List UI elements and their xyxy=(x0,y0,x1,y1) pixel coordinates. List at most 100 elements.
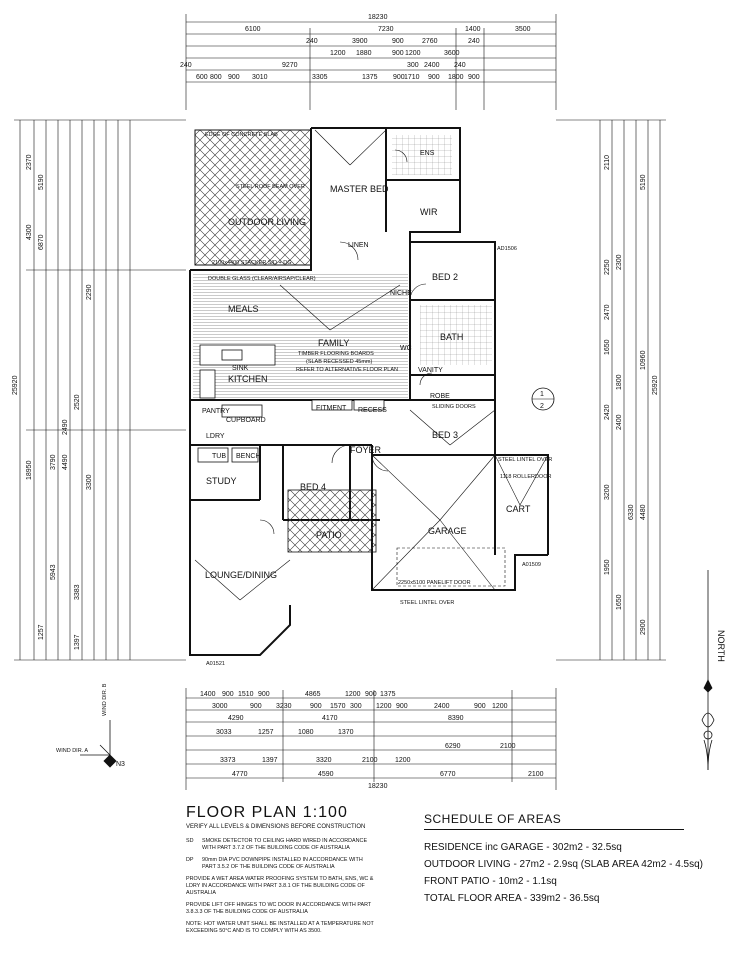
svg-text:18230: 18230 xyxy=(368,783,388,790)
svg-text:2400: 2400 xyxy=(424,62,440,69)
dim-top-total: 18230 xyxy=(368,14,388,21)
svg-text:1200: 1200 xyxy=(345,691,361,698)
svg-text:2490: 2490 xyxy=(62,419,69,435)
garage-roof-lines xyxy=(194,129,549,601)
svg-text:3600: 3600 xyxy=(444,50,460,57)
room-foyer: FOYER xyxy=(350,445,382,455)
kitchen-fitments xyxy=(197,344,385,463)
svg-text:1: 1 xyxy=(540,391,544,398)
svg-text:240: 240 xyxy=(468,38,480,45)
svg-text:240: 240 xyxy=(180,62,192,69)
door-swings xyxy=(259,149,506,587)
svg-text:6290: 6290 xyxy=(445,743,461,750)
right-dimensions xyxy=(556,119,666,661)
svg-text:4590: 4590 xyxy=(318,771,334,778)
timber-floor-area xyxy=(193,273,408,398)
svg-text:6870: 6870 xyxy=(38,234,45,250)
svg-text:900: 900 xyxy=(393,74,405,81)
svg-text:1200: 1200 xyxy=(376,703,392,710)
room-bed4: BED 4 xyxy=(300,482,326,492)
room-niche: NICHE xyxy=(390,290,412,297)
svg-text:STEEL ROOF BEAM OVER: STEEL ROOF BEAM OVER xyxy=(236,184,305,190)
svg-text:3200: 3200 xyxy=(604,484,611,500)
plan-annotations: EDGE OF CONCRETE SLAB STEEL ROOF BEAM OV… xyxy=(205,132,552,667)
svg-text:18950: 18950 xyxy=(26,460,33,480)
svg-text:10960: 10960 xyxy=(640,350,647,370)
svg-text:1200: 1200 xyxy=(405,50,421,57)
svg-text:900: 900 xyxy=(250,703,262,710)
room-bed2: BED 2 xyxy=(432,272,458,282)
svg-text:900: 900 xyxy=(392,38,404,45)
svg-text:1200: 1200 xyxy=(330,50,346,57)
svg-text:2520: 2520 xyxy=(74,394,81,410)
schedule-residence: RESIDENCE inc GARAGE - 302m2 - 32.5sq xyxy=(424,842,622,853)
svg-text:240: 240 xyxy=(454,62,466,69)
svg-text:6330: 6330 xyxy=(628,504,635,520)
left-dimension-labels: 25920 2370 4300 5190 6870 18950 3790 249… xyxy=(12,154,93,650)
schedule-outdoor: OUTDOOR LIVING - 27m2 - 2.9sq (SLAB AREA… xyxy=(424,859,703,870)
room-pantry: PANTRY xyxy=(202,408,230,415)
svg-text:1950: 1950 xyxy=(604,559,611,575)
svg-text:900: 900 xyxy=(428,74,440,81)
svg-text:2760: 2760 xyxy=(422,38,438,45)
svg-text:2250x5100 PANELIFT DOOR: 2250x5100 PANELIFT DOOR xyxy=(398,580,471,586)
svg-text:3300: 3300 xyxy=(86,474,93,490)
svg-text:1375: 1375 xyxy=(362,74,378,81)
svg-text:1397: 1397 xyxy=(262,757,278,764)
bottom-dimension-labels: 1400 900 1510 900 4865 1200 900 1375 300… xyxy=(200,691,544,790)
svg-text:1880: 1880 xyxy=(356,50,372,57)
room-wc: WC xyxy=(400,345,412,352)
room-labels: OUTDOOR LIVING MASTER BED ENS WIR BED 2 … xyxy=(202,150,531,580)
room-ldry: LDRY xyxy=(206,433,225,440)
svg-text:1400: 1400 xyxy=(465,26,481,33)
bottom-dimensions xyxy=(185,688,557,790)
schedule-of-areas: SCHEDULE OF AREAS RESIDENCE inc GARAGE -… xyxy=(424,812,724,910)
north-label: NORTH xyxy=(716,630,726,662)
right-dimension-labels: 25920 5190 10960 4480 2900 2110 2250 247… xyxy=(604,155,659,635)
svg-text:900: 900 xyxy=(222,691,234,698)
svg-text:900: 900 xyxy=(474,703,486,710)
svg-text:4170: 4170 xyxy=(322,715,338,722)
room-meals: MEALS xyxy=(228,304,259,314)
svg-text:1200: 1200 xyxy=(492,703,508,710)
svg-text:EDGE OF CONCRETE SLAB: EDGE OF CONCRETE SLAB xyxy=(205,132,278,138)
svg-text:7230: 7230 xyxy=(378,26,394,33)
svg-text:3500: 3500 xyxy=(515,26,531,33)
svg-text:1800: 1800 xyxy=(616,374,623,390)
svg-text:1400: 1400 xyxy=(200,691,216,698)
room-cupboard: CUPBOARD xyxy=(226,417,266,424)
svg-text:25920: 25920 xyxy=(12,375,19,395)
room-family: FAMILY xyxy=(318,338,349,348)
room-bed3: BED 3 xyxy=(432,430,458,440)
floor-plan-title: FLOOR PLAN 1:100 xyxy=(186,804,348,821)
svg-text:A01521: A01521 xyxy=(206,661,225,667)
note-lift-off-hinges: PROVIDE LIFT OFF HINGES TO WC DOOR IN AC… xyxy=(186,902,372,915)
room-sink: SINK xyxy=(232,365,249,372)
svg-text:3230: 3230 xyxy=(276,703,292,710)
svg-text:AD1506: AD1506 xyxy=(497,246,517,252)
svg-text:1800: 1800 xyxy=(448,74,464,81)
room-recess: RECESS xyxy=(358,407,387,414)
svg-text:3900: 3900 xyxy=(352,38,368,45)
svg-text:STEEL LINTEL OVER: STEEL LINTEL OVER xyxy=(498,457,552,463)
svg-text:TIMBER FLOORING BOARDS: TIMBER FLOORING BOARDS xyxy=(298,351,374,357)
svg-text:SLIDING DOORS: SLIDING DOORS xyxy=(432,404,476,410)
svg-text:3373: 3373 xyxy=(220,757,236,764)
svg-text:2420: 2420 xyxy=(604,404,611,420)
bath-tiles xyxy=(420,305,492,365)
svg-text:A01509: A01509 xyxy=(522,562,541,568)
room-outdoor-living: OUTDOOR LIVING xyxy=(228,217,306,227)
svg-text:8390: 8390 xyxy=(448,715,464,722)
svg-text:3305: 3305 xyxy=(312,74,328,81)
svg-text:300: 300 xyxy=(350,703,362,710)
left-dimensions xyxy=(14,119,186,661)
svg-text:6100: 6100 xyxy=(245,26,261,33)
room-kitchen: KITCHEN xyxy=(228,374,268,384)
downpipe-icon: DP xyxy=(186,857,194,863)
note-hot-water: NOTE: HOT WATER UNIT SHALL BE INSTALLED … xyxy=(186,921,374,934)
room-garage: GARAGE xyxy=(428,526,467,536)
svg-text:900: 900 xyxy=(310,703,322,710)
